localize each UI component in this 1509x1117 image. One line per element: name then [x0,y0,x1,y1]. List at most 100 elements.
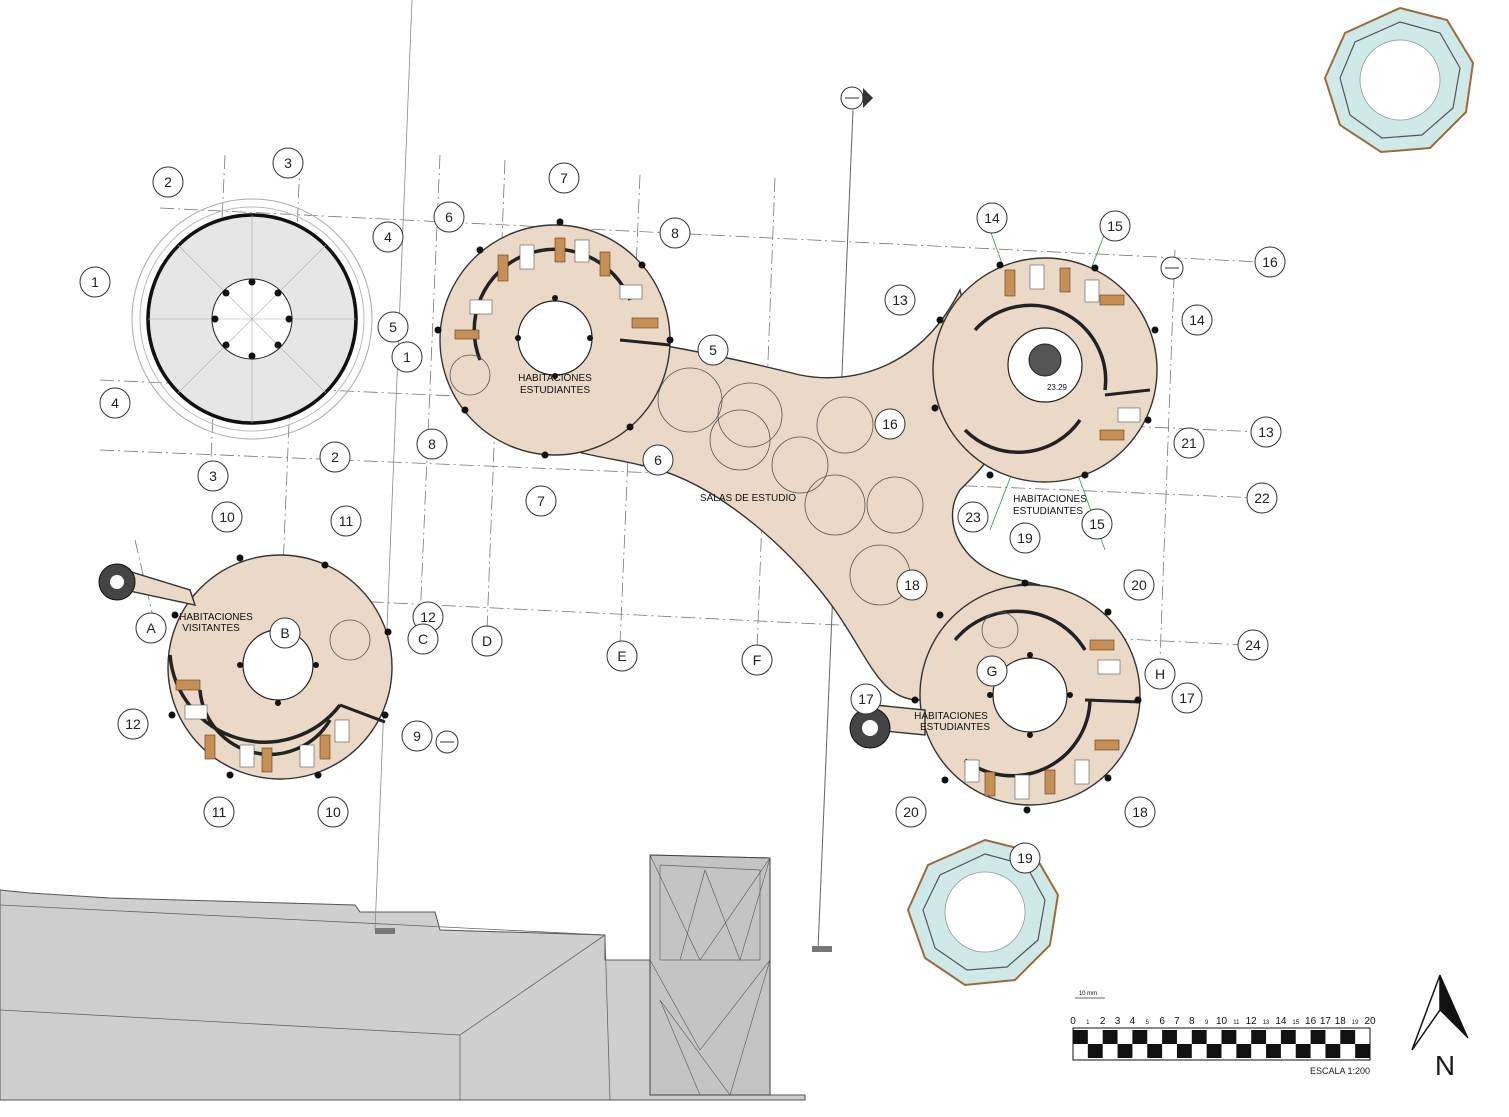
grid-bubble-label: 9 [413,728,421,744]
grid-bubble-label: 5 [389,319,397,335]
grid-bubble-label: G [987,663,998,679]
grid-bubble: 24 [1237,629,1269,661]
grid-bubble-label: 3 [284,155,292,171]
scale-tick-label: 10 [1216,1016,1228,1027]
scale-tick-label: 19 [1352,1020,1359,1026]
grid-bubble: 10 [317,796,349,828]
grid-bubble: H [1144,658,1176,690]
scale-cell [1355,1044,1370,1058]
grid-bubble: F [741,644,773,676]
grid-bubble: 22 [1246,482,1278,514]
grid-bubble: 3 [272,147,304,179]
label-visitantes-2: VISITANTES [182,623,240,634]
grid-bubble: C [407,623,439,655]
scale-cell [1162,1030,1177,1044]
grid-bubble: 16 [874,408,906,440]
grid-bubble-label: 7 [537,493,545,509]
scale-tick-label: 5 [1146,1020,1150,1026]
octagonal-roof-top [1323,6,1475,154]
grid-bubble: 14 [1181,304,1213,336]
grid-bubble: 15 [1081,508,1113,540]
grid-bubble: 23 [957,501,989,533]
scale-tick-label: 1 [1086,1020,1090,1026]
grid-bubble: 2 [152,166,184,198]
grid-bubble: 7 [525,485,557,517]
grid-bubble-label: C [418,631,428,647]
grid-bubble-label: 11 [212,804,227,820]
grid-bubble: 18 [1124,796,1156,828]
grid-bubble-label: 16 [1262,254,1278,270]
grid-bubble: D [471,625,503,657]
grid-bubble-label: 10 [219,509,235,525]
grid-bubble: 1 [79,266,111,298]
grid-bubble-label: 8 [671,225,679,241]
grid-bubble-label: B [280,625,289,641]
grid-bubble-label: 15 [1089,516,1105,532]
room-furniture [175,237,1141,800]
grid-bubble-label: 19 [1017,530,1033,546]
grid-bubble: 17 [850,683,882,715]
grid-bubble-label: 12 [420,609,436,625]
cores [242,300,1083,733]
grid-bubble: 2 [319,441,351,473]
grid-bubble-label: 6 [445,209,453,225]
scale-cell [1310,1030,1326,1044]
scale-tick-label: 14 [1275,1016,1287,1027]
grid-bubble-label: D [482,633,492,649]
scale-cell [1266,1044,1281,1058]
scale-cell [1340,1030,1356,1044]
grid-bubble-label: 23 [965,509,981,525]
grid-bubble: 6 [642,444,674,476]
grid-bubble-label: 2 [331,449,339,465]
scale-tick-label: 18 [1335,1016,1347,1027]
grid-bubble: E [606,640,638,672]
grid-bubble-label: 18 [904,577,920,593]
grid-bubble: 8 [659,217,691,249]
section-marker-left [435,730,459,754]
grid-bubble-label: 17 [1179,690,1195,706]
scale-cell [1176,1044,1192,1058]
main-complex-floor [124,224,1158,806]
grid-bubble: 13 [884,284,916,316]
grid-bubble: 20 [1123,569,1155,601]
level-mark: 23.29 [1047,383,1068,392]
grid-bubble-label: 13 [1258,424,1274,440]
grid-bubble-label: A [146,620,156,636]
scale-cell [1280,1030,1296,1044]
scale-tick-label: 13 [1263,1020,1270,1026]
section-marker-top [840,86,873,110]
grid-bubble: A [135,612,167,644]
scale-tick-label: 0 [1070,1016,1076,1027]
grid-bubble: 5 [377,311,409,343]
label-habitaciones-b-1: HABITACIONES [1013,494,1087,505]
scale-tick-label: 16 [1305,1016,1317,1027]
grid-bubble: 13 [1250,416,1282,448]
grid-bubble: 21 [1173,427,1205,459]
label-habitaciones-a-2: ESTUDIANTES [520,385,590,396]
grid-bubble: 5 [697,334,729,366]
grid-bubble-label: 13 [892,292,908,308]
grid-bubble: 20 [895,796,927,828]
scale-tick-label: 6 [1159,1016,1165,1027]
grid-bubble: B [269,617,301,649]
north-arrow[interactable]: N [1411,974,1469,1081]
scale-cell [1206,1044,1222,1058]
grid-bubble-label: 21 [1181,435,1197,451]
scale-cell [1251,1030,1267,1044]
grid-bubble: 1 [391,341,423,373]
grid-bubble: 8 [416,428,448,460]
grid-bubble: 9 [401,720,433,752]
scale-cell [1073,1030,1088,1044]
label-salas-de-estudio: SALAS DE ESTUDIO [700,493,796,504]
grid-bubble: 11 [330,505,362,537]
grid-bubble-label: 6 [654,452,662,468]
grid-bubble: 18 [896,569,928,601]
grid-bubble: 6 [433,201,465,233]
scale-tick-label: 4 [1130,1016,1136,1027]
scale-tick-label: 8 [1189,1016,1195,1027]
grid-bubble-label: 1 [91,274,99,290]
scale-cell [1236,1044,1252,1058]
